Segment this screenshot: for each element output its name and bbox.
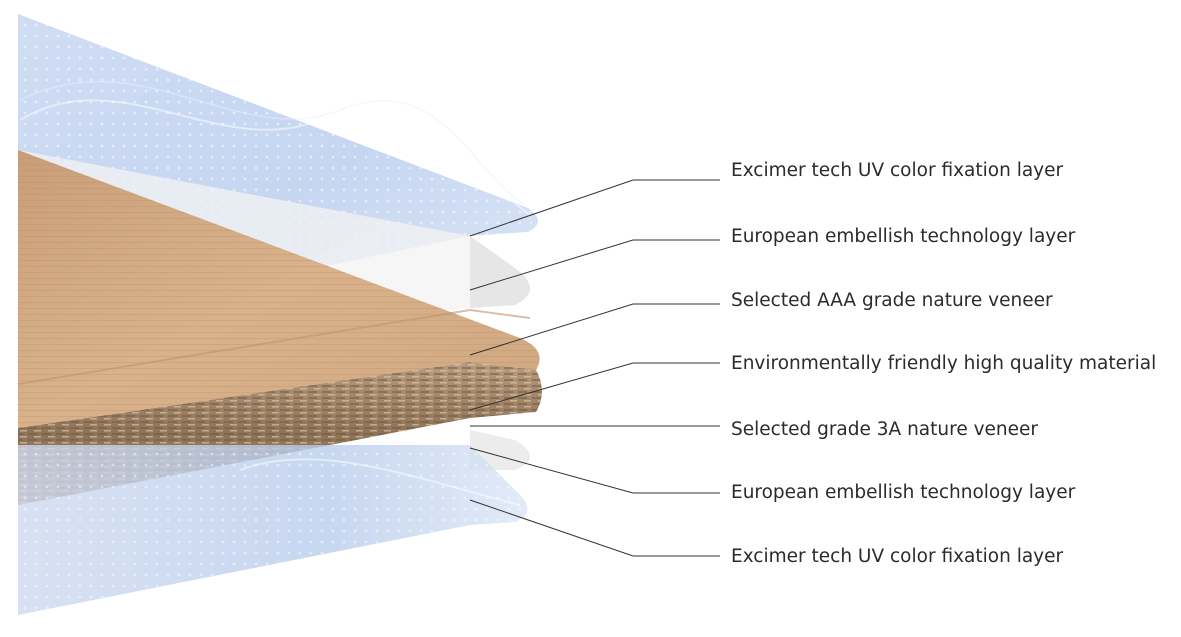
leader-line-6 — [469, 447, 720, 494]
leader-line-4 — [469, 362, 720, 411]
leader-line-1 — [469, 179, 720, 237]
label-uv-bottom: Excimer tech UV color fixation layer — [731, 546, 1064, 567]
uv-bottom-layer — [18, 445, 528, 615]
leader-line-3 — [469, 303, 720, 356]
veneer-top-layer — [17, 150, 540, 428]
label-embellish-top: European embellish technology layer — [731, 226, 1076, 247]
label-core-material: Environmentally friendly high quality ma… — [731, 353, 1157, 374]
leader-lines — [469, 179, 720, 557]
label-veneer-aaa: Selected AAA grade nature veneer — [731, 290, 1053, 311]
leader-line-7 — [469, 499, 720, 557]
label-embellish-bottom: European embellish technology layer — [731, 482, 1076, 503]
label-uv-top: Excimer tech UV color fixation layer — [731, 160, 1064, 181]
label-veneer-3a: Selected grade 3A nature veneer — [731, 419, 1039, 440]
leader-line-2 — [469, 239, 720, 291]
